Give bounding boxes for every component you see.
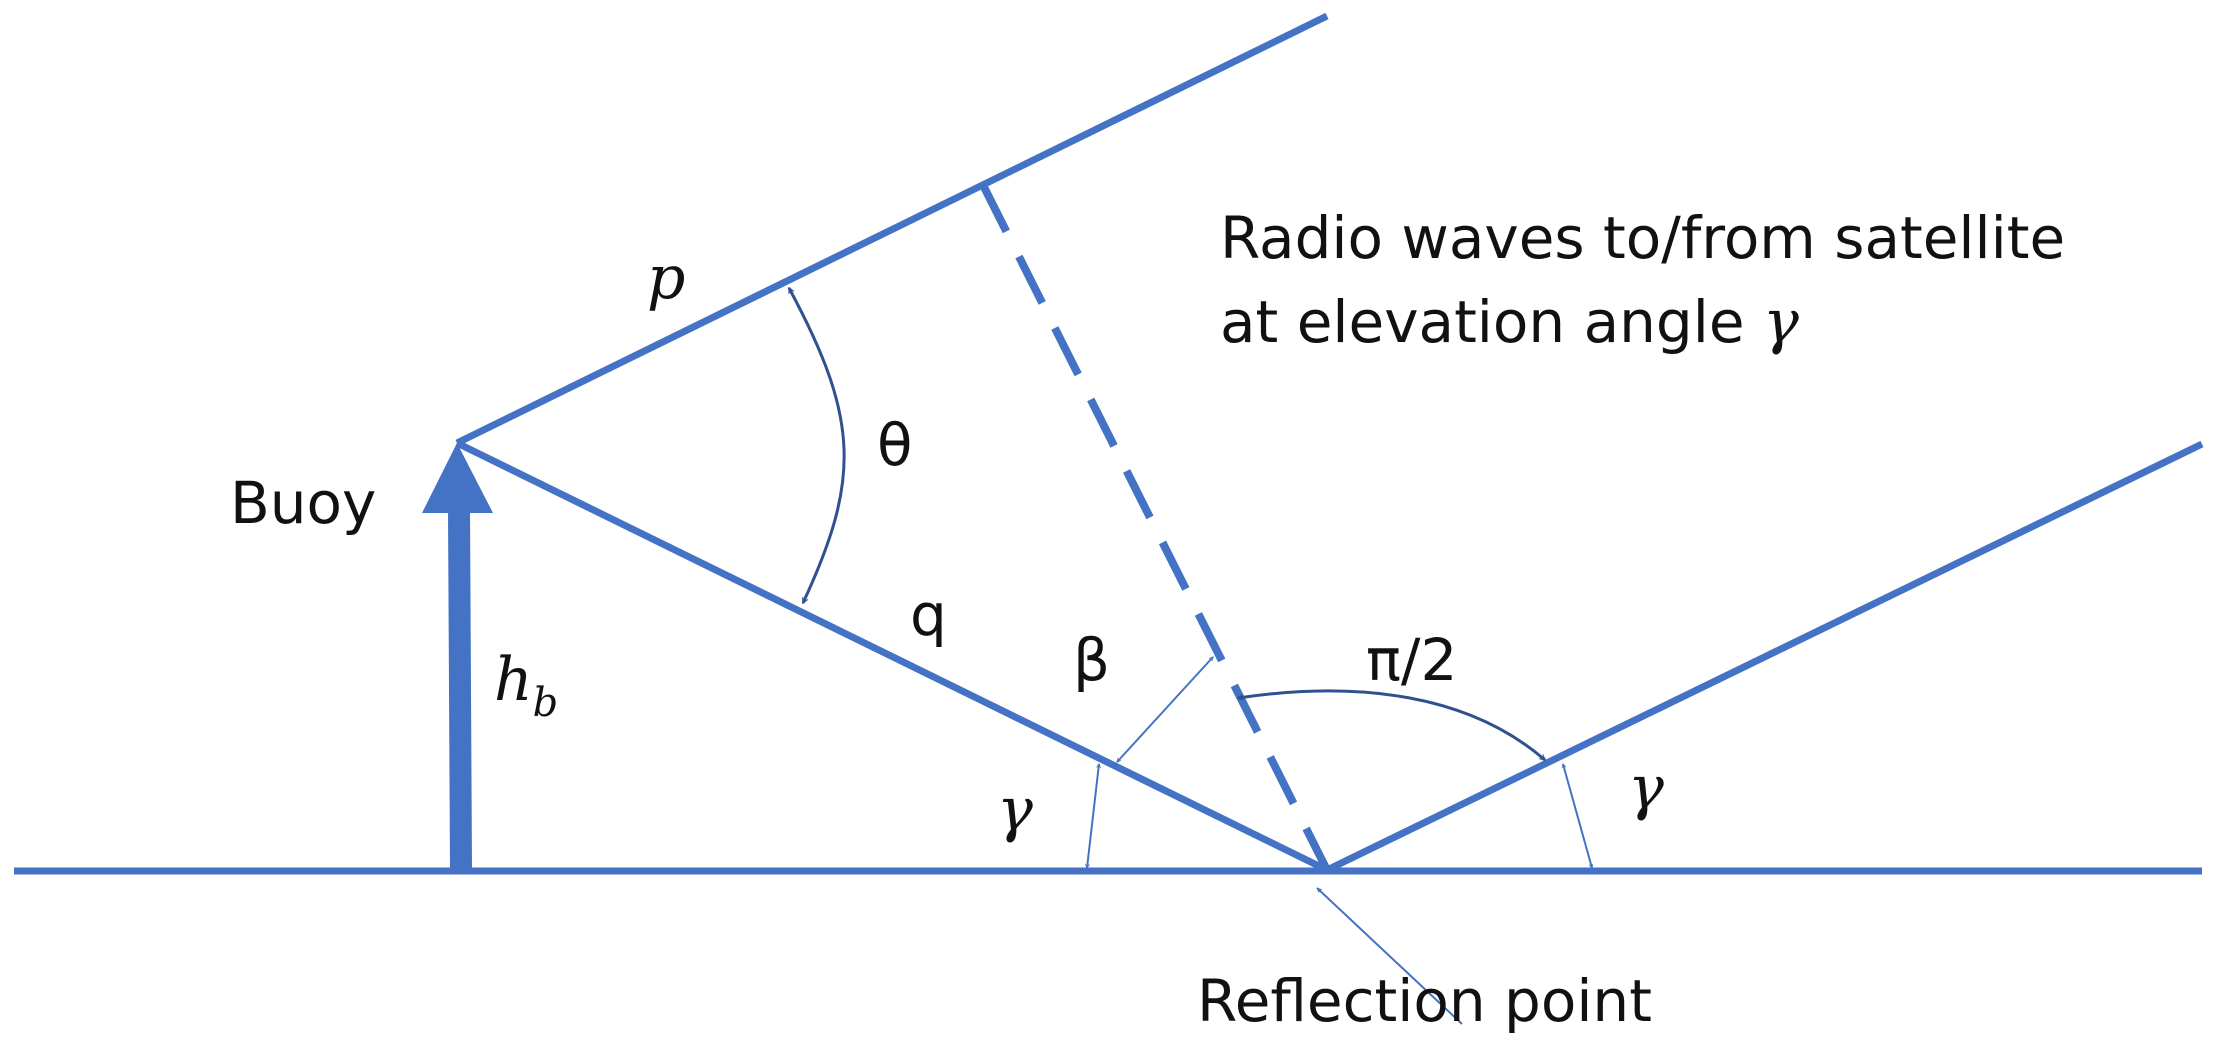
half-pi-label: π/2 [1366, 626, 1457, 694]
outgoing-ray [1325, 440, 2204, 874]
gamma-left-label: γ [997, 775, 1033, 845]
reflection-point-label: Reflection point [1197, 967, 1652, 1035]
theta-angle-arc [787, 288, 846, 603]
caption-gamma-symbol: γ [1763, 287, 1799, 357]
right-angle-arc [1238, 689, 1545, 762]
gamma-left-arrow [1087, 764, 1099, 868]
h-symbol: h [494, 645, 533, 715]
caption-line-1: Radio waves to/from satellite [1220, 204, 2065, 272]
buoy-arrow-head [422, 443, 493, 513]
gamma-right-arrow [1563, 764, 1592, 868]
buoy-height-label: hb [494, 645, 558, 726]
q-label: q [910, 581, 947, 649]
buoy-height-arrow [448, 509, 472, 870]
gamma-right-label: γ [1628, 753, 1664, 823]
p-label: p [647, 243, 685, 313]
beta-label: β [1073, 626, 1110, 694]
theta-label: θ [877, 411, 913, 479]
perpendicular-dashed-line [979, 183, 1331, 872]
caption-line-2-text: at elevation angle [1220, 288, 1763, 356]
buoy-label: Buoy [230, 469, 376, 537]
beta-angle-arrow [1116, 657, 1214, 762]
reflection-point-pointer [1316, 887, 1463, 1025]
caption-line-2: at elevation angle γ [1220, 287, 1799, 357]
direct-ray-p [455, 12, 1329, 447]
h-subscript: b [533, 680, 559, 726]
reflected-ray-q [455, 439, 1329, 874]
